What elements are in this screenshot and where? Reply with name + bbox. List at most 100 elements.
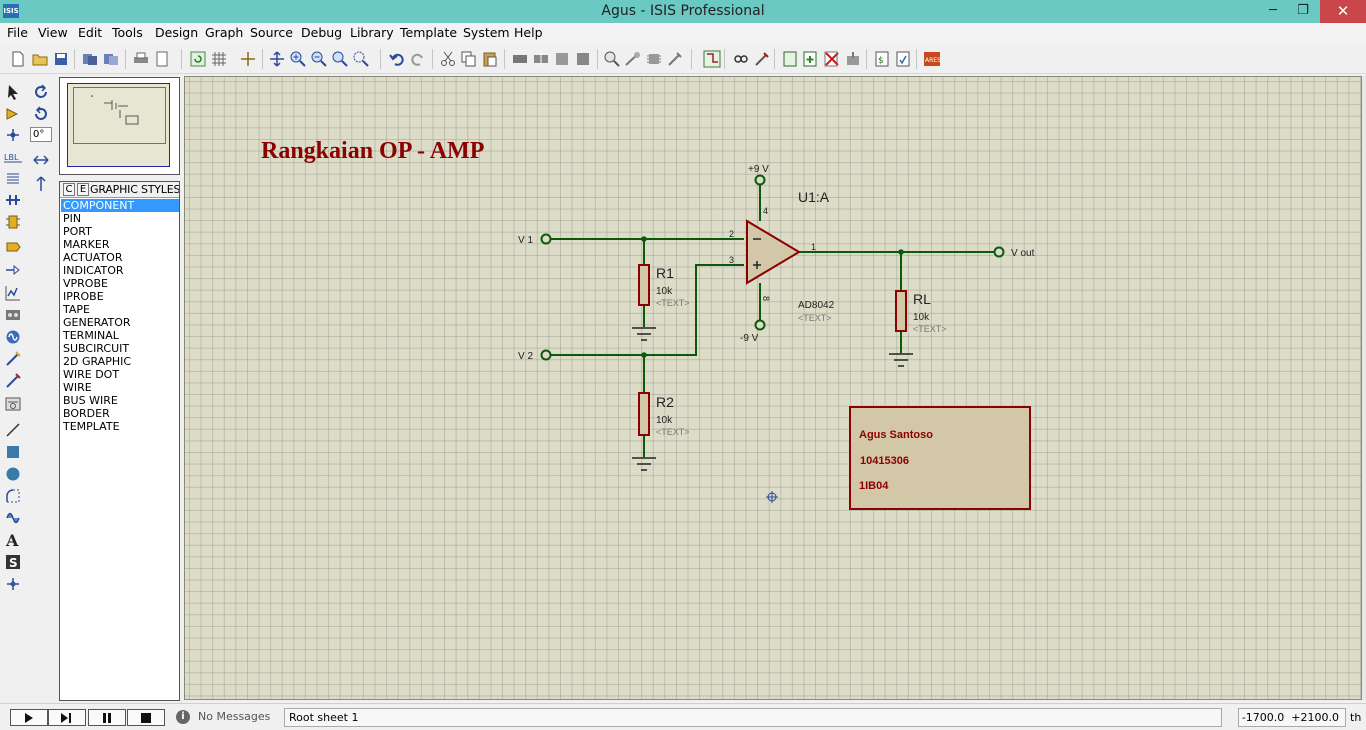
opamp-u1[interactable]: 2 3 1 4 8 U1:A AD8042 <TEXT> — [729, 189, 835, 323]
selector-item[interactable]: COMPONENT — [61, 199, 179, 212]
menu-system[interactable]: System — [463, 25, 510, 40]
print-icon[interactable] — [131, 49, 150, 68]
pause-button[interactable] — [88, 709, 126, 726]
make-device-icon[interactable] — [623, 49, 642, 68]
menu-graph[interactable]: Graph — [205, 25, 244, 40]
message-info-icon[interactable]: i — [176, 710, 190, 724]
selector-item[interactable]: 2D GRAPHIC — [63, 355, 132, 368]
bill-of-materials-icon[interactable]: $ — [872, 49, 891, 68]
ground-symbol[interactable] — [889, 353, 913, 367]
resistor-r1[interactable]: R1 10k <TEXT> — [638, 264, 690, 308]
selector-item[interactable]: WIRE — [63, 381, 92, 394]
resistor-body[interactable] — [638, 392, 650, 436]
wire-autoroute-icon[interactable] — [702, 49, 721, 68]
menu-tools[interactable]: Tools — [112, 25, 143, 40]
stop-button[interactable] — [127, 709, 165, 726]
resistor-body[interactable] — [895, 290, 907, 332]
terminal-vout[interactable] — [993, 246, 1005, 258]
play-button[interactable] — [10, 709, 48, 726]
terminal-v2[interactable] — [540, 349, 552, 361]
export-icon[interactable] — [101, 49, 120, 68]
selector-item[interactable]: IPROBE — [63, 290, 104, 303]
subcircuit-icon[interactable] — [3, 212, 23, 232]
new-sheet-icon[interactable] — [780, 49, 799, 68]
print-area-icon[interactable] — [152, 49, 171, 68]
selector-item[interactable]: PIN — [63, 212, 82, 225]
step-button[interactable] — [48, 709, 86, 726]
bus-icon[interactable] — [3, 190, 23, 210]
grid-icon[interactable] — [209, 49, 228, 68]
undo-icon[interactable] — [387, 49, 406, 68]
resistor-r2[interactable]: R2 10k <TEXT> — [638, 392, 690, 437]
selector-item[interactable]: TAPE — [63, 303, 90, 316]
selector-item[interactable]: BORDER — [63, 407, 110, 420]
selection-mode-icon[interactable] — [3, 82, 23, 102]
mirror-horizontal-icon[interactable] — [31, 150, 51, 170]
redo-icon[interactable] — [408, 49, 427, 68]
property-tool-icon[interactable] — [752, 49, 771, 68]
resistor-rl[interactable]: RL 10k <TEXT> — [895, 290, 947, 334]
menu-debug[interactable]: Debug — [301, 25, 343, 40]
minimize-button[interactable]: ─ — [1269, 3, 1277, 18]
text-tool-icon[interactable]: A — [3, 530, 23, 550]
terminal-v1[interactable] — [540, 233, 552, 245]
search-tag-icon[interactable] — [731, 49, 750, 68]
save-icon[interactable] — [51, 49, 70, 68]
selector-item[interactable]: BUS WIRE — [63, 394, 118, 407]
block-delete-icon[interactable] — [573, 49, 592, 68]
selector-item[interactable]: PORT — [63, 225, 92, 238]
path-tool-icon[interactable] — [3, 508, 23, 528]
device-pin-icon[interactable] — [3, 260, 23, 280]
open-folder-icon[interactable] — [30, 49, 49, 68]
menu-help[interactable]: Help — [514, 25, 543, 40]
opamp-body[interactable] — [746, 219, 801, 285]
pan-icon[interactable] — [267, 49, 286, 68]
box-tool-icon[interactable] — [3, 442, 23, 462]
ground-symbol[interactable] — [632, 457, 656, 471]
arc-tool-icon[interactable] — [3, 486, 23, 506]
menu-edit[interactable]: Edit — [78, 25, 103, 40]
app-icon[interactable]: ISIS — [3, 4, 19, 18]
units-indicator[interactable]: th — [1350, 711, 1362, 724]
selector-item[interactable]: WIRE DOT — [63, 368, 120, 381]
marker-tool-icon[interactable] — [3, 574, 23, 594]
rotation-angle-input[interactable]: 0° — [30, 127, 52, 142]
junction-dot-icon[interactable] — [3, 125, 23, 145]
selector-item[interactable]: INDICATOR — [63, 264, 124, 277]
terminal-vpos[interactable] — [754, 174, 766, 186]
zoom-all-icon[interactable] — [330, 49, 349, 68]
rotate-clockwise-icon[interactable] — [31, 82, 51, 102]
pick-device-icon[interactable] — [602, 49, 621, 68]
current-probe-icon[interactable] — [3, 371, 23, 391]
menu-view[interactable]: View — [38, 25, 68, 40]
canvas-scrollbar[interactable] — [1362, 76, 1366, 700]
import-icon[interactable] — [80, 49, 99, 68]
zoom-in-icon[interactable] — [288, 49, 307, 68]
selector-button-c[interactable]: C — [63, 183, 75, 196]
menu-design[interactable]: Design — [155, 25, 199, 40]
selector-item[interactable]: SUBCIRCUIT — [63, 342, 130, 355]
selector-item[interactable]: TERMINAL — [63, 329, 119, 342]
terminal-icon[interactable] — [3, 237, 23, 257]
wire-v2[interactable] — [551, 264, 744, 356]
wire-label-icon[interactable]: LBL — [3, 147, 23, 167]
decompose-icon[interactable] — [665, 49, 684, 68]
selector-item[interactable]: VPROBE — [63, 277, 108, 290]
rotate-anticlockwise-icon[interactable] — [31, 104, 51, 124]
resistor-body[interactable] — [638, 264, 650, 306]
block-copy-icon[interactable] — [510, 49, 529, 68]
selector-item[interactable]: ACTUATOR — [63, 251, 123, 264]
line-tool-icon[interactable] — [3, 420, 23, 440]
electrical-check-icon[interactable] — [893, 49, 912, 68]
selector-item[interactable]: TEMPLATE — [63, 420, 120, 433]
info-box[interactable]: Agus Santoso 10415306 1IB04 — [849, 406, 1031, 510]
text-script-icon[interactable] — [3, 169, 23, 189]
restore-button[interactable]: ❐ — [1297, 3, 1309, 18]
selector-item[interactable]: GENERATOR — [63, 316, 131, 329]
exit-to-parent-icon[interactable] — [843, 49, 862, 68]
copy-icon[interactable] — [459, 49, 478, 68]
zoom-out-icon[interactable] — [309, 49, 328, 68]
terminal-vneg[interactable] — [754, 319, 766, 331]
virtual-instrument-icon[interactable] — [3, 394, 23, 414]
paste-icon[interactable] — [480, 49, 499, 68]
